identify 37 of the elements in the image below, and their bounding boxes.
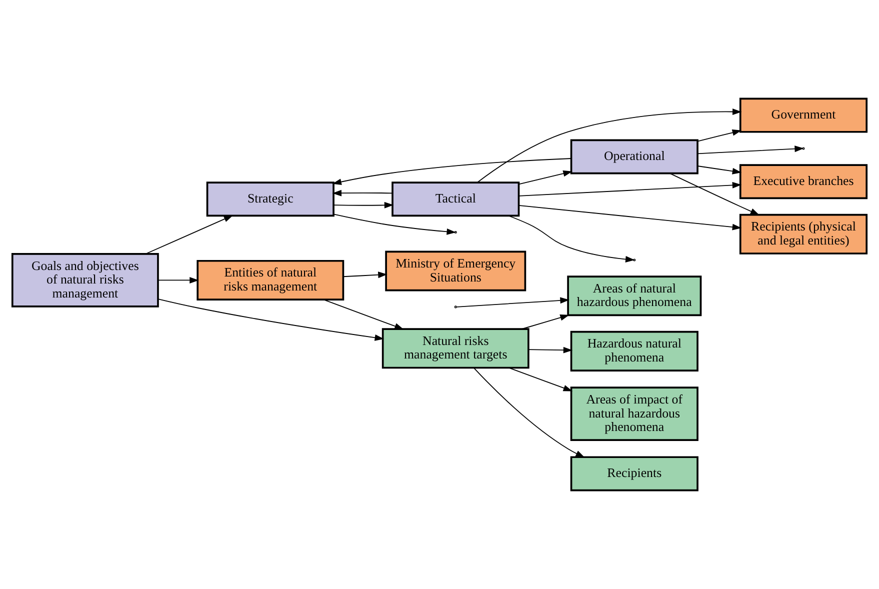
arrow: [518, 170, 572, 185]
arrow: [145, 215, 234, 254]
node-box: Executive branches: [739, 164, 868, 200]
node-box: Goals and objectives of natural risks management: [11, 253, 159, 308]
arrow: [322, 299, 404, 330]
node-box: Hazardous natural phenomena: [570, 330, 698, 372]
arrow: [670, 172, 760, 216]
arrow: [158, 298, 384, 341]
arrow: [518, 182, 742, 196]
node-box: Areas of impact of natural hazardous phenomena: [570, 386, 698, 442]
node-box: Government: [739, 98, 868, 133]
node-box: Areas of natural hazardous phenomena: [567, 276, 702, 316]
arrow: [158, 276, 199, 284]
arrow: [456, 297, 570, 308]
arrow: [508, 215, 635, 262]
arrow: [528, 346, 573, 354]
arrow: [332, 190, 393, 196]
arrow: [697, 166, 742, 174]
node-box: Strategic: [206, 182, 334, 217]
node-box: Recipients (physical and legal entities): [739, 214, 868, 254]
node-box: Operational: [570, 139, 698, 174]
arrow: [508, 367, 573, 392]
arrow: [518, 204, 742, 230]
arrow: [332, 158, 572, 186]
arrow: [333, 202, 394, 208]
node-box: Tactical: [392, 182, 520, 217]
node-box: Recipients: [570, 456, 698, 492]
arrow: [476, 108, 742, 183]
arrow: [697, 146, 804, 154]
arrow: [342, 272, 388, 278]
arrow: [333, 214, 456, 235]
arrow: [473, 367, 585, 458]
node-box: Entities of natural risks management: [196, 260, 344, 300]
node-box: Ministry of Emergency Situations: [385, 250, 526, 292]
arrow: [697, 129, 742, 142]
arrow: [521, 314, 570, 330]
node-box: Natural risks management targets: [382, 328, 530, 369]
